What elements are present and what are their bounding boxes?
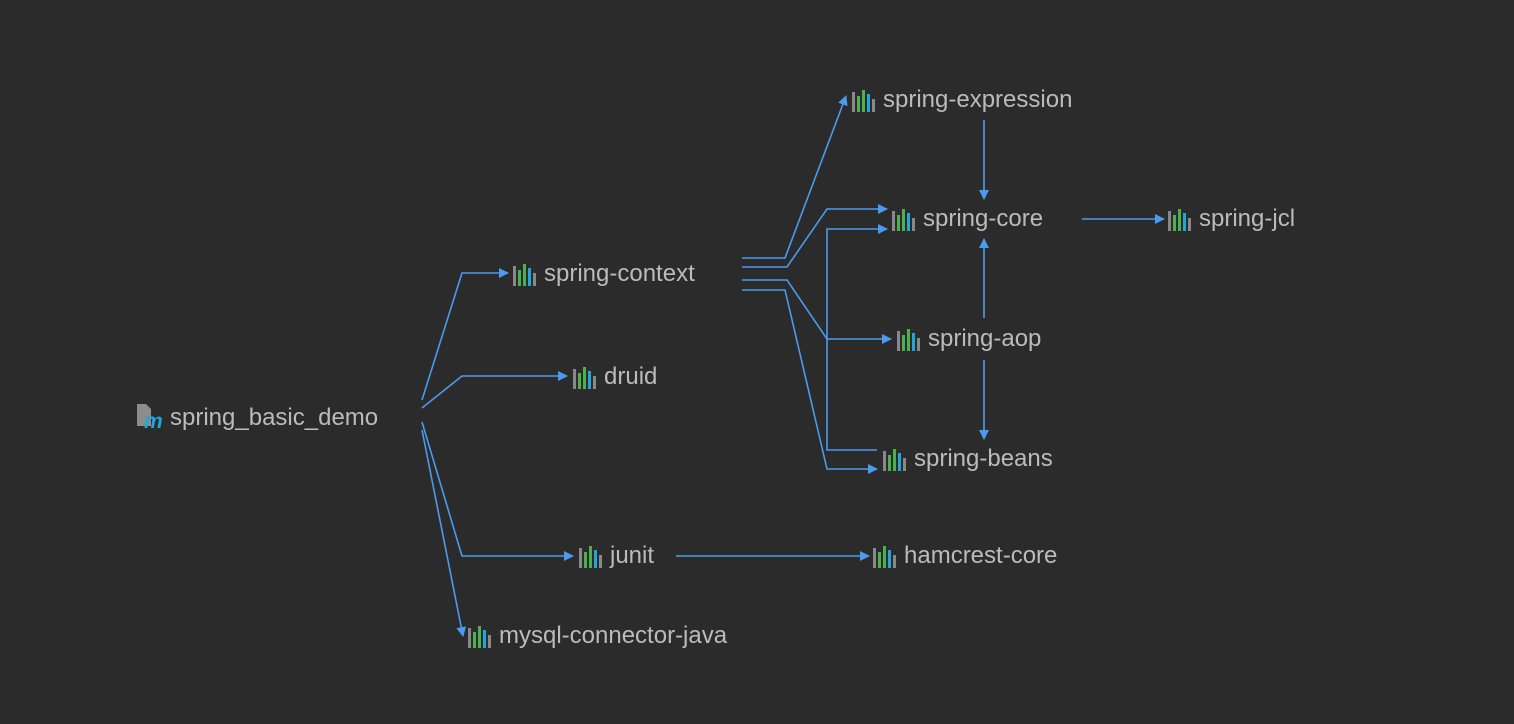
node-label: spring-aop	[928, 325, 1042, 352]
library-icon	[892, 207, 915, 231]
library-icon	[468, 624, 491, 648]
edge-spring-basic-demo-to-druid	[421, 371, 568, 409]
node-spring-beans[interactable]: spring-beans	[883, 443, 1053, 475]
library-icon	[883, 447, 906, 471]
node-label: junit	[610, 542, 655, 569]
node-hamcrest-core[interactable]: hamcrest-core	[873, 540, 1057, 572]
node-spring-expression[interactable]: spring-expression	[852, 84, 1072, 116]
edge-spring-context-to-spring-expression	[742, 95, 848, 259]
node-label: spring_basic_demo	[170, 404, 379, 431]
node-junit[interactable]: junit	[579, 540, 654, 572]
edge-spring-basic-demo-to-spring-context	[421, 268, 509, 401]
library-icon	[852, 88, 875, 112]
edge-spring-context-to-spring-beans	[742, 289, 878, 474]
library-icon	[573, 365, 596, 389]
edge-spring-context-to-spring-aop	[742, 279, 892, 344]
edge-spring-context-to-spring-core	[742, 204, 888, 268]
library-icon	[579, 544, 602, 568]
node-spring-core[interactable]: spring-core	[892, 203, 1043, 235]
node-label: spring-core	[923, 205, 1044, 232]
library-icon	[897, 327, 920, 351]
library-icon	[513, 262, 536, 286]
node-label: spring-expression	[883, 86, 1073, 113]
node-label: hamcrest-core	[904, 542, 1058, 569]
node-spring-aop[interactable]: spring-aop	[897, 323, 1041, 355]
node-mysql-connector-java[interactable]: mysql-connector-java	[468, 620, 727, 652]
node-label: mysql-connector-java	[499, 622, 728, 649]
node-spring-context[interactable]: spring-context	[513, 258, 695, 290]
node-druid[interactable]: druid	[573, 361, 657, 393]
edge-spring-basic-demo-to-mysql-connector-java	[421, 429, 467, 637]
node-spring-jcl[interactable]: spring-jcl	[1168, 203, 1295, 235]
edge-spring-beans-to-spring-core	[826, 224, 888, 451]
library-icon	[1168, 207, 1191, 231]
node-label: druid	[604, 363, 658, 390]
library-icon	[873, 544, 896, 568]
node-label: spring-context	[544, 260, 695, 287]
node-spring-basic-demo[interactable]: m spring_basic_demo	[136, 402, 378, 434]
node-label: spring-jcl	[1199, 205, 1296, 232]
maven-module-icon: m	[136, 403, 163, 433]
edge-spring-basic-demo-to-junit	[421, 421, 574, 561]
node-label: spring-beans	[914, 445, 1053, 472]
